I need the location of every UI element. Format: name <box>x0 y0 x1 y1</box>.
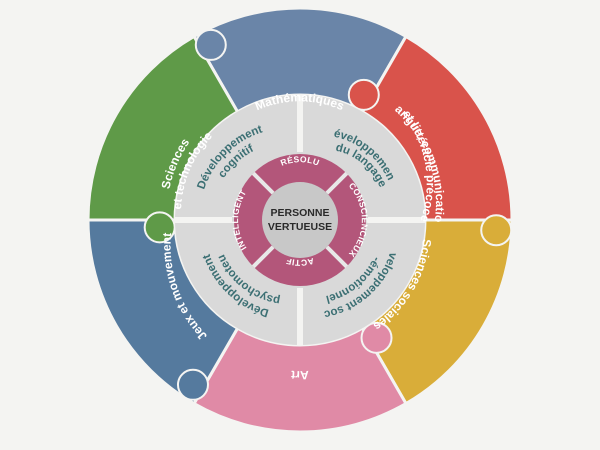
outer-label-art: Art <box>291 368 309 382</box>
puzzle-knob <box>176 368 209 401</box>
puzzle-knob <box>360 321 393 354</box>
inner-divider <box>251 245 275 269</box>
center-label-line2: VERTUEUSE <box>268 221 332 233</box>
puzzle-knob <box>194 28 227 61</box>
puzzle-knob <box>480 214 513 247</box>
middle-ring-dividers <box>175 95 425 345</box>
puzzle-knob <box>143 211 176 244</box>
center-circle <box>262 182 338 258</box>
inner-label-actif: ACTIF <box>285 256 315 268</box>
center-label-line1: PERSONNE <box>271 207 330 219</box>
inner-ring-dividers <box>251 171 349 269</box>
inner-divider <box>251 171 275 195</box>
inner-divider <box>325 171 349 195</box>
puzzle-knob <box>347 78 380 111</box>
inner-divider <box>325 245 349 269</box>
puzzle-knobs <box>143 28 513 401</box>
